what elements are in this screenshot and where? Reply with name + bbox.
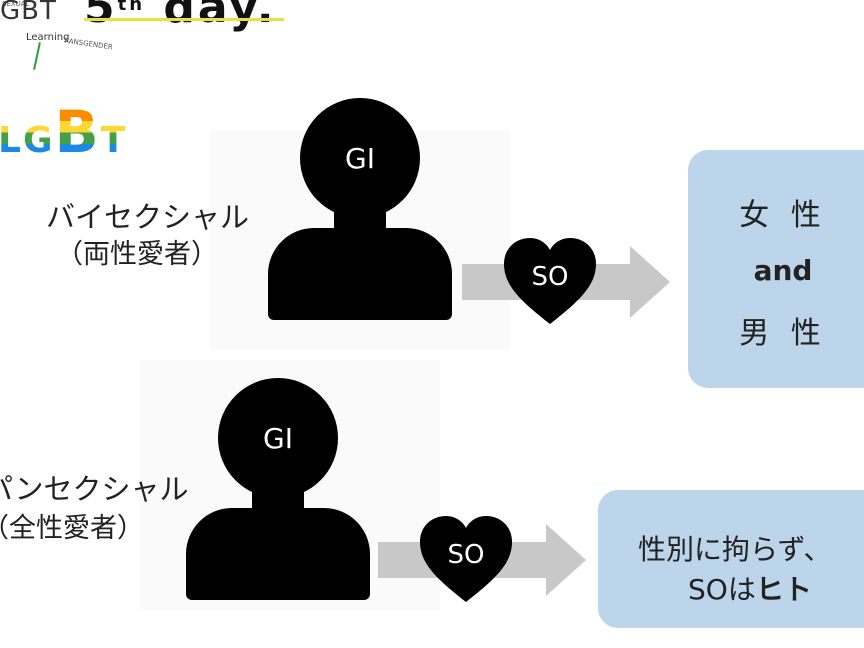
section2-heart-icon: SO xyxy=(418,514,514,604)
section1-target-and: and xyxy=(753,254,813,287)
day-number: 5 xyxy=(84,0,118,33)
logo-line xyxy=(33,42,41,70)
section1-target-box: 女 性 and 男 性 xyxy=(688,150,864,388)
section1-arrow-head xyxy=(630,246,670,318)
lgbt-letter-g: G xyxy=(22,120,55,161)
title-underline xyxy=(84,18,284,21)
section1-person-icon: GI xyxy=(268,98,458,328)
section1-target-male: 男 性 xyxy=(739,316,827,351)
section2-target-bold: ヒト xyxy=(755,573,812,606)
logo-text-learning: Learning xyxy=(26,32,70,43)
section2-target-line2: SOはヒト xyxy=(688,568,812,608)
day-word: day. xyxy=(145,0,277,33)
section2-target-box: 性別に拘らず、 SOはヒト xyxy=(598,490,864,628)
day-title: 5th day. xyxy=(84,0,277,33)
section2-label: パンセクシャル xyxy=(0,472,189,506)
section1-label: バイセクシャル xyxy=(46,200,250,234)
section1-sub-label: （両性愛者） xyxy=(56,239,218,270)
section1-target-female: 女 性 xyxy=(739,198,827,233)
section2-sub-label: （全性愛者） xyxy=(0,513,144,544)
lgbt-letter-b: B xyxy=(54,98,101,166)
section2-so-label: SO xyxy=(447,540,485,570)
section2-gi-label: GI xyxy=(263,422,293,455)
logo-text-sexual: SEXUAL xyxy=(2,0,30,8)
lgbt-letter-l: L xyxy=(0,120,23,161)
section2-person-icon: GI xyxy=(186,378,376,608)
logo-text-transgender: RANSGENDER xyxy=(63,36,114,52)
section2-target-prefix: SOは xyxy=(688,573,756,606)
lgbt-letter-t: T xyxy=(100,120,128,161)
lgbt-title: LGBT xyxy=(0,98,127,166)
section1-gi-label: GI xyxy=(345,142,375,175)
logo-text-gbt: GBT xyxy=(0,0,57,26)
section2-target-line1: 性別に拘らず、 xyxy=(638,533,832,566)
section2-arrow-head xyxy=(546,524,586,596)
day-suffix: th xyxy=(117,0,146,15)
section1-heart-icon: SO xyxy=(502,236,598,326)
section1-so-label: SO xyxy=(531,262,569,292)
